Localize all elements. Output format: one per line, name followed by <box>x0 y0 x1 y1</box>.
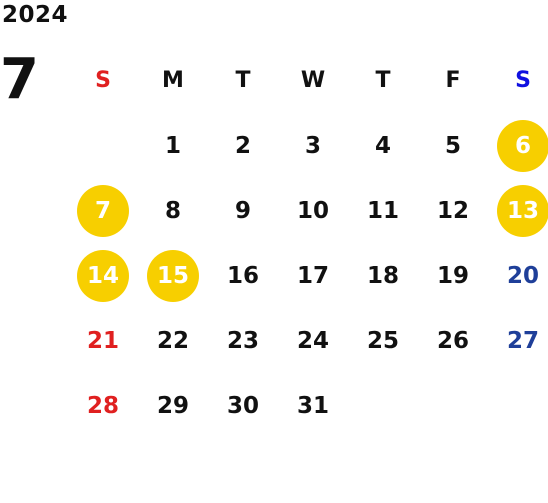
day-number: 30 <box>226 392 259 419</box>
day-cell[interactable]: 28 <box>68 373 138 438</box>
day-cell[interactable]: 23 <box>208 308 278 373</box>
day-number: 31 <box>296 392 329 419</box>
day-number: 10 <box>296 197 329 224</box>
year-label: 2024 <box>2 2 69 28</box>
day-cell[interactable]: 20 <box>488 243 548 308</box>
day-number: 2 <box>234 132 251 159</box>
day-number: 20 <box>506 262 539 289</box>
day-cell[interactable]: 13 <box>488 178 548 243</box>
day-number: 5 <box>444 132 461 159</box>
day-number: 17 <box>296 262 329 289</box>
day-cell[interactable]: 29 <box>138 373 208 438</box>
weekday-header: T <box>235 68 251 93</box>
day-number: 8 <box>164 197 181 224</box>
day-number: 26 <box>436 327 469 354</box>
weekday-header: S <box>95 68 111 93</box>
day-cell[interactable]: 17 <box>278 243 348 308</box>
day-cell[interactable]: 22 <box>138 308 208 373</box>
day-number: 29 <box>156 392 189 419</box>
weekday-header: T <box>375 68 391 93</box>
day-number: 3 <box>304 132 321 159</box>
day-cell[interactable]: 15 <box>138 243 208 308</box>
highlighted-day: 15 <box>147 249 199 302</box>
day-cell[interactable]: 5 <box>418 113 488 178</box>
day-number: 1 <box>164 132 181 159</box>
day-cell[interactable]: 11 <box>348 178 418 243</box>
day-cell[interactable]: 2 <box>208 113 278 178</box>
day-cell[interactable]: 6 <box>488 113 548 178</box>
day-cell[interactable]: 25 <box>348 308 418 373</box>
day-cell[interactable]: 18 <box>348 243 418 308</box>
day-cell[interactable]: 21 <box>68 308 138 373</box>
weekday-header: S <box>515 68 531 93</box>
day-cell[interactable]: 31 <box>278 373 348 438</box>
highlighted-day: 6 <box>497 119 548 172</box>
empty-cell <box>68 113 138 178</box>
day-cell[interactable]: 7 <box>68 178 138 243</box>
day-number: 16 <box>226 262 259 289</box>
highlighted-day: 14 <box>77 249 129 302</box>
day-cell[interactable]: 26 <box>418 308 488 373</box>
day-cell[interactable]: 30 <box>208 373 278 438</box>
day-number: 4 <box>374 132 391 159</box>
day-number: 25 <box>366 327 399 354</box>
weekday-header: F <box>445 68 461 93</box>
weekday-header: W <box>300 68 326 93</box>
day-cell[interactable]: 1 <box>138 113 208 178</box>
day-number: 28 <box>86 392 119 419</box>
day-number: 27 <box>506 327 539 354</box>
day-number: 12 <box>436 197 469 224</box>
day-number: 24 <box>296 327 329 354</box>
day-cell[interactable]: 4 <box>348 113 418 178</box>
day-cell[interactable]: 19 <box>418 243 488 308</box>
day-cell[interactable]: 3 <box>278 113 348 178</box>
weekday-header: M <box>162 68 184 93</box>
highlighted-day: 7 <box>77 184 129 237</box>
day-number: 21 <box>86 327 119 354</box>
highlighted-day: 13 <box>497 184 548 237</box>
day-number: 18 <box>366 262 399 289</box>
day-cell[interactable]: 14 <box>68 243 138 308</box>
day-cell[interactable]: 16 <box>208 243 278 308</box>
day-number: 23 <box>226 327 259 354</box>
day-cell[interactable]: 10 <box>278 178 348 243</box>
day-number: 22 <box>156 327 189 354</box>
month-number: 7 <box>0 47 39 112</box>
day-cell[interactable]: 9 <box>208 178 278 243</box>
day-cell[interactable]: 8 <box>138 178 208 243</box>
day-number: 19 <box>436 262 469 289</box>
day-cell[interactable]: 12 <box>418 178 488 243</box>
day-number: 9 <box>234 197 251 224</box>
day-number: 11 <box>366 197 399 224</box>
day-cell[interactable]: 27 <box>488 308 548 373</box>
day-cell[interactable]: 24 <box>278 308 348 373</box>
